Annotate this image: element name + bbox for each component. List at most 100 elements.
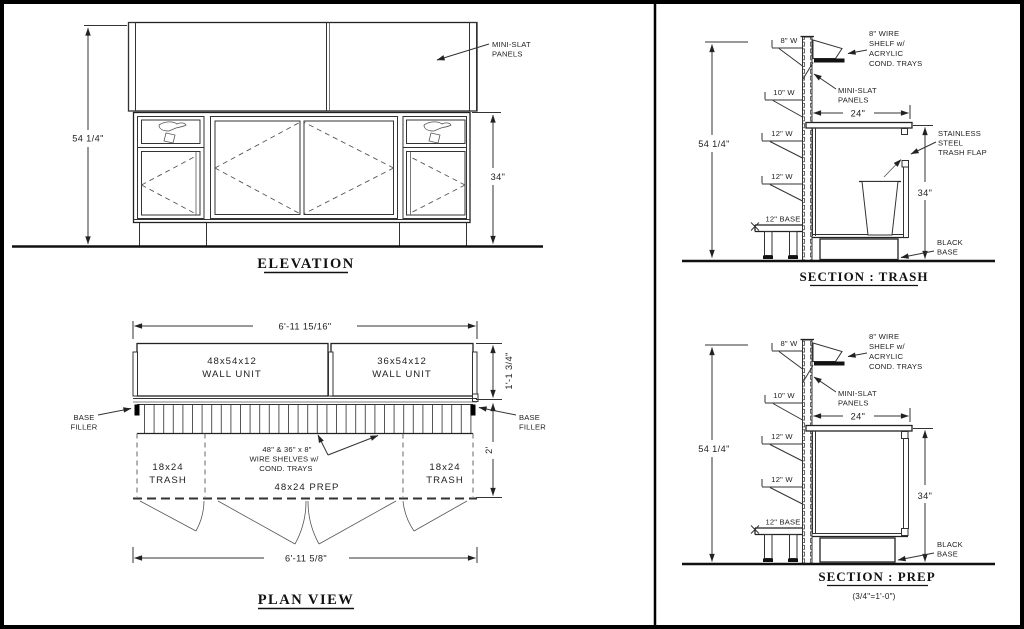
svg-text:BASE: BASE	[519, 413, 540, 422]
svg-text:8" W: 8" W	[781, 339, 799, 348]
minislat-panel	[127, 21, 478, 112]
slat-standard-left	[132, 351, 138, 397]
section-trash-view: 54 1/4" 8" W 10" W 12" W 12" W 12" BASE	[682, 29, 995, 287]
svg-text:1'-1 3/4": 1'-1 3/4"	[504, 352, 514, 389]
svg-text:BLACK: BLACK	[937, 540, 963, 549]
hand-icon-right	[423, 121, 452, 144]
slat-standard-right	[472, 351, 478, 397]
trash-flap-label: STAINLESS STEEL TRASH FLAP	[910, 129, 987, 157]
svg-text:48" & 36" x 8": 48" & 36" x 8"	[262, 445, 311, 454]
svg-text:8" WIRE: 8" WIRE	[869, 29, 899, 38]
prep-base-bench: 12" BASE	[750, 518, 803, 562]
svg-text:PANELS: PANELS	[492, 50, 523, 59]
prep-label: 48x24 PREP	[275, 482, 340, 493]
svg-text:STAINLESS: STAINLESS	[938, 129, 981, 138]
prep-black-base-label: BLACK BASE	[897, 540, 963, 562]
trash-black-base-label: BLACK BASE	[900, 238, 963, 259]
svg-text:STEEL: STEEL	[938, 139, 963, 148]
svg-text:10" W: 10" W	[773, 391, 795, 400]
trash-shelves: 8" W 10" W 12" W 12" W	[761, 36, 803, 202]
svg-text:34": 34"	[918, 491, 933, 501]
prep-shelves: 8" W 10" W 12" W 12" W	[761, 339, 803, 505]
slat-standard-center	[328, 351, 334, 397]
svg-text:COND. TRAYS: COND. TRAYS	[869, 362, 922, 371]
trash-cabinet	[805, 121, 913, 261]
svg-text:WIRE SHELVES w/: WIRE SHELVES w/	[249, 455, 319, 464]
prep-depth-dimension: 24"	[811, 408, 911, 422]
prep-wire-shelf-label: 8" WIRE SHELF w/ ACRYLIC COND. TRAYS	[847, 332, 922, 371]
svg-text:18x24: 18x24	[429, 462, 460, 473]
svg-text:54 1/4": 54 1/4"	[698, 444, 730, 454]
svg-text:TRASH: TRASH	[149, 475, 187, 486]
svg-text:24": 24"	[851, 412, 866, 422]
svg-text:34": 34"	[918, 188, 933, 198]
elevation-title: ELEVATION	[257, 256, 355, 272]
svg-text:PANELS: PANELS	[838, 399, 869, 408]
trash-black-base	[819, 238, 899, 261]
base-filler-block-left	[134, 404, 140, 416]
plan-top-dimension: 6'-11 15/16"	[132, 321, 478, 339]
elevation-height-text: 54 1/4"	[72, 134, 104, 144]
plan-view: 6'-11 15/16" 48x54x12 WALL UNIT 36x54x12…	[71, 321, 546, 610]
svg-text:MINI-SLAT: MINI-SLAT	[838, 389, 877, 398]
svg-text:TRASH: TRASH	[426, 475, 464, 486]
trash-minislat-label: MINI-SLAT PANELS	[813, 73, 877, 105]
plan-door-swings	[139, 500, 468, 545]
trash-flap-opening-left	[141, 119, 201, 144]
svg-text:10" W: 10" W	[773, 88, 795, 97]
svg-text:8" WIRE: 8" WIRE	[869, 332, 899, 341]
trash-flap-opening-right	[406, 119, 466, 144]
prep-black-base	[819, 537, 896, 563]
trash-wire-shelf-label: 8" WIRE SHELF w/ ACRYLIC COND. TRAYS	[847, 29, 922, 68]
svg-text:12" W: 12" W	[771, 475, 793, 484]
svg-text:2': 2'	[484, 446, 494, 454]
trash-depth-dimension: 24"	[811, 105, 911, 119]
svg-text:BASE: BASE	[937, 550, 958, 559]
hand-icon-left	[158, 121, 187, 144]
svg-text:WALL UNIT: WALL UNIT	[372, 369, 431, 380]
plan-base-cabinets: 18x24 TRASH 18x24 TRASH 48x24 PREP	[133, 433, 477, 500]
svg-text:WALL UNIT: WALL UNIT	[202, 369, 261, 380]
svg-text:BASE: BASE	[73, 413, 94, 422]
trash-flap-door	[903, 166, 909, 238]
elevation-counter-dimension: 34"	[472, 112, 505, 244]
svg-text:12" BASE: 12" BASE	[765, 215, 800, 224]
svg-text:6'-11 5/8": 6'-11 5/8"	[285, 554, 327, 564]
trash-flap-hinge	[901, 160, 909, 168]
prep-minislat-label: MINI-SLAT PANELS	[813, 376, 877, 408]
elevation-view: 54 1/4" 34" MINI-SLAT PANELS ELEVATION	[12, 21, 543, 274]
svg-text:BLACK: BLACK	[937, 238, 963, 247]
svg-text:TRASH FLAP: TRASH FLAP	[938, 148, 987, 157]
plan-wire-shelves-note: 48" & 36" x 8" WIRE SHELVES w/ COND. TRA…	[249, 434, 379, 473]
svg-text:12" W: 12" W	[771, 432, 793, 441]
prep-cabinet	[805, 424, 913, 563]
prep-counter-dimension: 34"	[913, 428, 933, 562]
trash-slatwall	[802, 36, 813, 262]
svg-text:12" BASE: 12" BASE	[765, 518, 800, 527]
plan-wire-shelf-band	[133, 398, 477, 435]
section-prep-title: SECTION : PREP	[818, 569, 935, 584]
elevation-minislat-label: MINI-SLAT PANELS	[436, 40, 531, 61]
prep-slatwall	[802, 339, 813, 565]
svg-text:SHELF w/: SHELF w/	[869, 342, 905, 351]
svg-text:6'-11 15/16": 6'-11 15/16"	[278, 322, 331, 332]
plan-wall-units: 48x54x12 WALL UNIT 36x54x12 WALL UNIT	[132, 342, 479, 402]
plan-bottom-dimension: 6'-11 5/8"	[132, 547, 478, 564]
svg-text:SHELF w/: SHELF w/	[869, 39, 905, 48]
svg-text:36x54x12: 36x54x12	[377, 356, 427, 367]
trash-can	[861, 181, 899, 236]
plan-base-filler-left-label: BASE FILLER	[71, 407, 132, 432]
svg-text:MINI-SLAT: MINI-SLAT	[492, 40, 531, 49]
elevation-cabinets	[132, 111, 471, 246]
svg-text:12" W: 12" W	[771, 129, 793, 138]
svg-text:PANELS: PANELS	[838, 96, 869, 105]
elevation-height-dimension: 54 1/4"	[72, 25, 127, 245]
svg-text:12" W: 12" W	[771, 172, 793, 181]
trash-height-dimension: 54 1/4"	[698, 41, 748, 258]
section-prep-view: 54 1/4" 8" W 10" W 12" W 12" W 12" BASE	[682, 332, 995, 601]
svg-text:FILLER: FILLER	[519, 423, 546, 432]
trash-counter-dimension: 34"	[913, 125, 933, 259]
prep-wire-shelf	[802, 342, 845, 383]
